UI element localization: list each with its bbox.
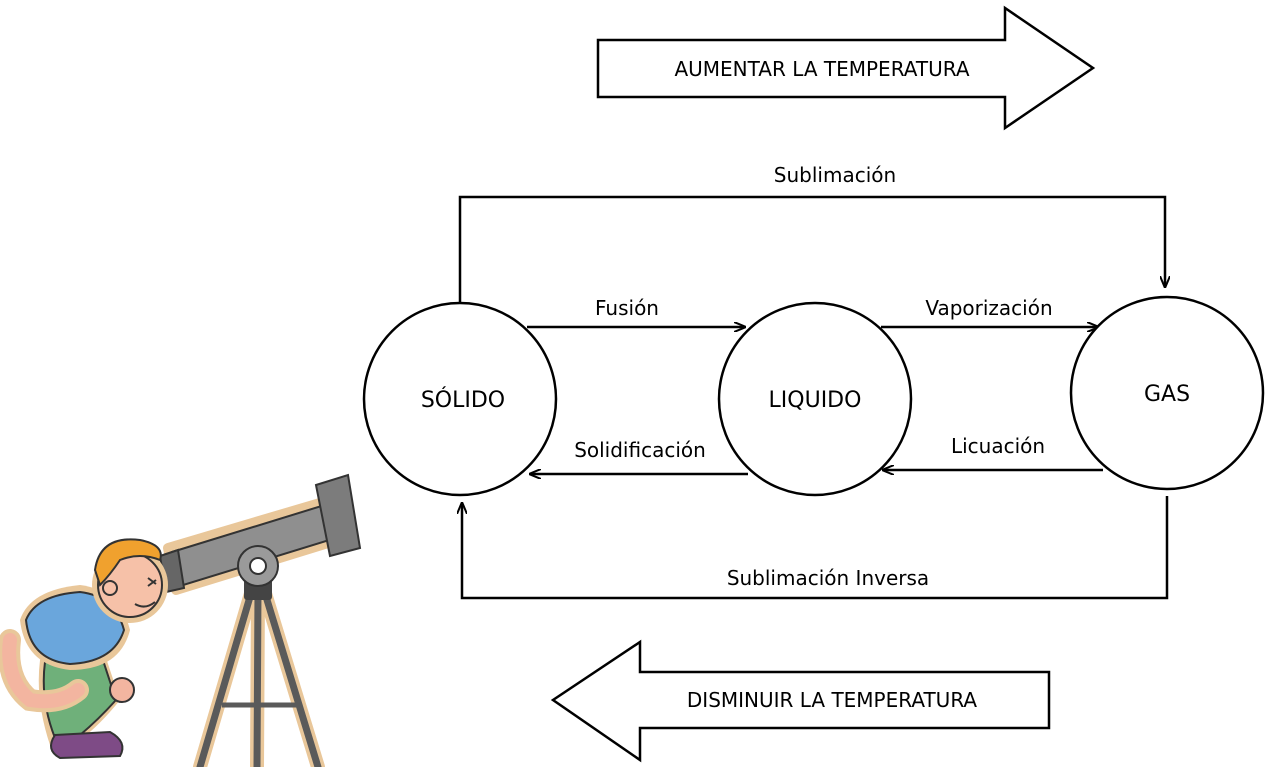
fusion-label: Fusión — [595, 296, 659, 320]
inverse-sublimation-label: Sublimación Inversa — [727, 566, 929, 590]
liquid-label: LIQUIDO — [769, 388, 862, 413]
solid-node: SÓLIDO — [362, 301, 558, 497]
sublimation-label: Sublimación — [774, 163, 896, 187]
liquefaction-label: Licuación — [951, 434, 1045, 458]
boy — [0, 538, 168, 760]
liquefaction-connector: Licuación — [883, 434, 1103, 470]
increase-temperature-label: AUMENTAR LA TEMPERATURA — [674, 57, 969, 81]
telescope — [158, 473, 362, 767]
fusion-connector: Fusión — [527, 296, 745, 327]
gas-node: GAS — [1069, 295, 1265, 491]
decrease-temperature-label: DISMINUIR LA TEMPERATURA — [687, 688, 978, 712]
solid-label: SÓLIDO — [421, 387, 505, 413]
sublimation-connector: Sublimación — [458, 163, 1165, 302]
boy-with-telescope-illustration — [0, 473, 362, 767]
vaporization-connector: Vaporización — [881, 296, 1098, 327]
solidification-connector: Solidificación — [530, 438, 748, 474]
vaporization-label: Vaporización — [925, 296, 1052, 320]
inverse-sublimation-connector: Sublimación Inversa — [462, 496, 1169, 600]
liquid-node: LIQUIDO — [717, 301, 913, 497]
decrease-temperature-arrow: DISMINUIR LA TEMPERATURA — [550, 639, 1051, 763]
gas-label: GAS — [1144, 382, 1190, 407]
solidification-label: Solidificación — [574, 438, 706, 462]
increase-temperature-arrow: AUMENTAR LA TEMPERATURA — [596, 5, 1096, 131]
